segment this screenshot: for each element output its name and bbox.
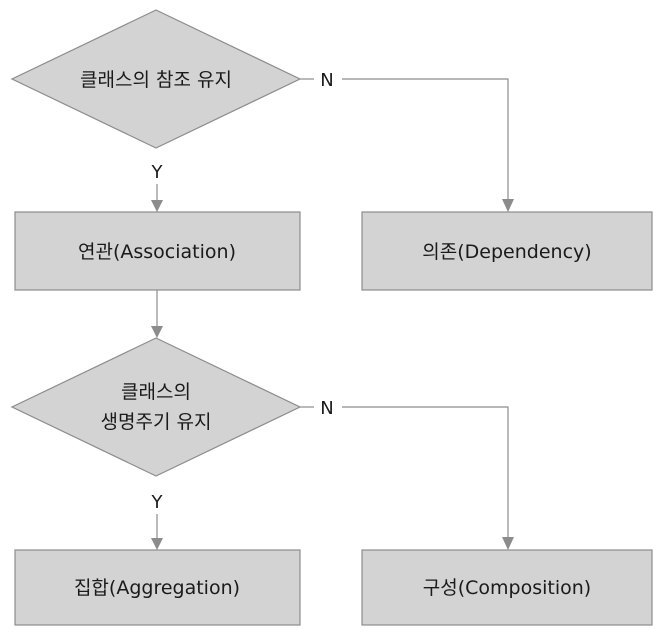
edge-label-yes-2: Y [151,492,164,513]
box-association [14,211,301,291]
decision-keeps-lifecycle-label-line2: 생명주기 유지 [101,411,212,433]
arrowhead [502,537,514,550]
edge-line [342,78,509,203]
box-composition [361,549,653,626]
arrowhead [502,199,514,212]
decision-keeps-reference [10,9,302,149]
edge-line [342,406,509,541]
arrowhead [151,326,163,338]
arrowhead [151,200,163,212]
box-association-label: 연관(Association) [78,241,236,263]
box-aggregation [14,549,301,626]
box-dependency [361,211,653,291]
box-composition-label: 구성(Composition) [423,577,591,599]
arrowhead [151,538,163,550]
decision-keeps-lifecycle-label-line1: 클래스의 [121,381,191,403]
edge-label-no-1: N [320,70,333,91]
decision-keeps-lifecycle [10,337,302,477]
box-dependency-label: 의존(Dependency) [422,241,591,263]
decision-keeps-reference-label: 클래스의 참조 유지 [80,69,232,91]
box-aggregation-label: 집합(Aggregation) [74,577,240,599]
edge-label-yes-1: Y [151,162,164,183]
edge-label-no-2: N [320,398,333,419]
